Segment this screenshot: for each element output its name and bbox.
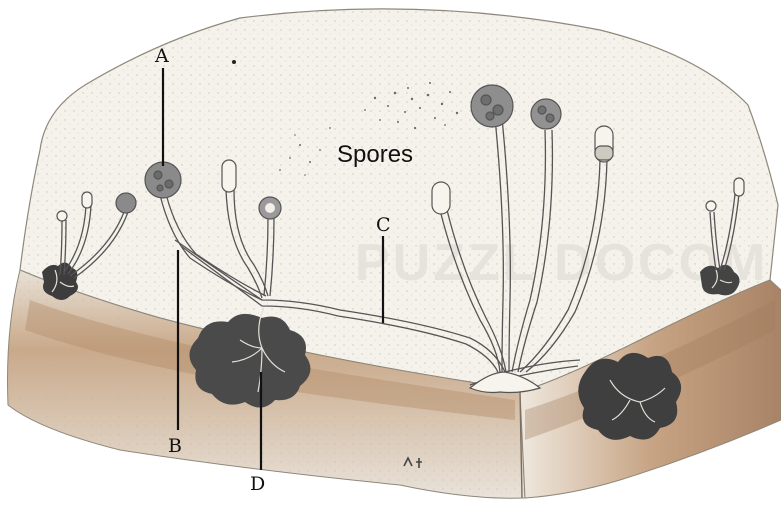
sporangium-a [145,162,181,198]
sporangium-right-large [471,85,513,127]
label-b: B [168,435,182,457]
label-c: C [376,214,391,236]
label-spores: Spores [337,141,413,168]
label-a: A [154,45,169,67]
marker-dot [232,60,236,64]
label-d: D [250,473,265,495]
